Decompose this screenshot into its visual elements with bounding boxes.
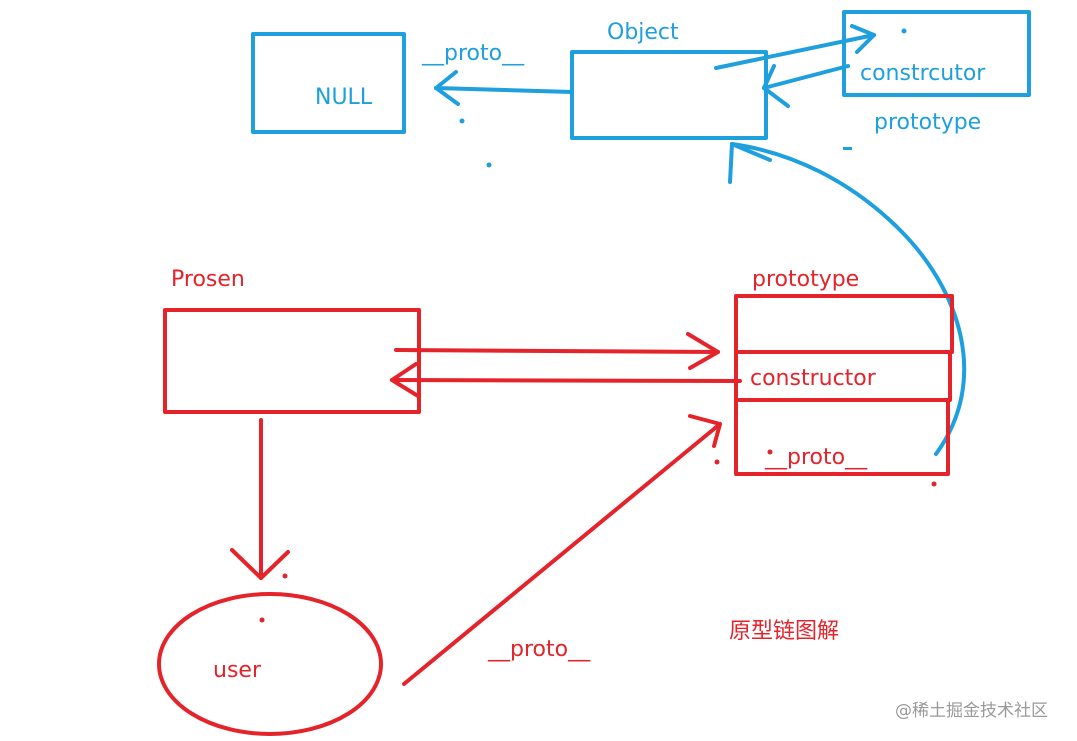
object-prototype-label: prototype bbox=[874, 110, 981, 135]
prototype-proto-to-object-arrowhead bbox=[728, 142, 772, 184]
constructor-to-prosen-arrowhead bbox=[390, 362, 420, 398]
prosen-prototype-row-top bbox=[734, 294, 954, 354]
constructor-to-object-arrow bbox=[762, 64, 850, 90]
object-title: Object bbox=[607, 20, 679, 45]
object-prototype-box bbox=[842, 10, 1031, 97]
constructor-to-prosen-arrow bbox=[390, 378, 742, 383]
prosen-title: Prosen bbox=[171, 267, 245, 292]
red-dots bbox=[259, 449, 937, 623]
user-proto-arrow-label: __proto__ bbox=[487, 637, 591, 662]
prosen-prototype-row-proto bbox=[734, 398, 950, 476]
object-constructor-label: constrcutor bbox=[860, 61, 986, 86]
object-to-prototype-arrow bbox=[714, 33, 876, 70]
prosen-box bbox=[163, 308, 421, 414]
user-to-prototype-arrowhead bbox=[688, 414, 722, 448]
watermark-text: @稀土掘金技术社区 bbox=[895, 701, 1048, 721]
object-to-prototype-arrowhead bbox=[850, 24, 876, 54]
prosen-constructor-label: constructor bbox=[750, 366, 877, 391]
blue-dots bbox=[459, 28, 907, 168]
prototype-proto-to-object-curve bbox=[730, 142, 967, 456]
prosen-to-prototype-arrow bbox=[394, 348, 720, 354]
user-to-prototype-arrow bbox=[402, 422, 722, 686]
prosen-prototype-title: prototype bbox=[752, 267, 859, 292]
object-box bbox=[570, 50, 768, 140]
object-to-null-arrowhead bbox=[434, 70, 460, 106]
prosen-level-group bbox=[157, 294, 954, 736]
null-label: NULL bbox=[315, 85, 373, 110]
null-box bbox=[251, 32, 406, 134]
constructor-to-object-arrowhead bbox=[762, 64, 790, 108]
diagram-caption: 原型链图解 bbox=[729, 619, 839, 644]
prosen-proto-field-label: __proto__ bbox=[764, 445, 868, 470]
object-level-group bbox=[251, 10, 1031, 456]
user-label: user bbox=[213, 658, 262, 683]
object-proto-arrow-label: __proto__ bbox=[421, 41, 525, 66]
prosen-to-user-arrowhead bbox=[230, 548, 290, 580]
object-to-null-arrow bbox=[434, 86, 574, 94]
prosen-to-prototype-arrowhead bbox=[686, 332, 720, 370]
user-ellipse bbox=[157, 592, 383, 736]
